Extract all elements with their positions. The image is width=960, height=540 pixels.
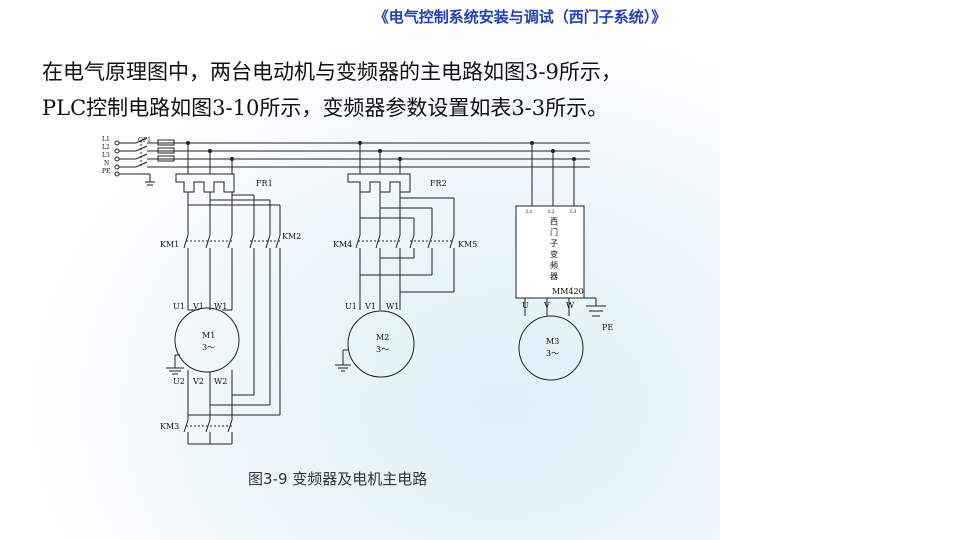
label-l1: L1 [102,136,110,143]
m1-v1: V1 [192,302,204,311]
m2-v1: V1 [364,302,376,311]
paragraph-line-1: 在电气原理图中，两台电动机与变频器的主电路如图3-9所示， [42,60,622,84]
label-km3: KM3 [160,422,179,431]
label-n: N [104,160,109,167]
m1-u2: U2 [173,377,185,386]
label-km5: KM5 [458,240,477,249]
m2-branch [335,141,455,378]
inv-pe: PE [602,323,613,332]
m1-phase: 3～ [202,343,215,352]
inverter-char: 变 [550,249,558,259]
inv-l2: L2 [548,209,555,215]
inverter-char: 门 [550,227,558,237]
bus-bars [147,142,590,168]
inv-l3: L3 [570,209,577,215]
supply-terminals [114,137,155,186]
m2-w1: W1 [386,302,399,311]
label-l3: L3 [102,152,110,159]
m2-u1: U1 [345,302,357,311]
m3-phase: 3～ [546,349,559,358]
label-fr1: FR1 [256,179,273,188]
label-fr2: FR2 [430,179,447,188]
inv-out-v: V [543,301,550,310]
label-km2: KM2 [282,232,301,241]
m3-name: M3 [546,337,559,346]
m1-branch [166,141,281,445]
m1-w1: W1 [214,302,227,311]
m1-v2: V2 [192,377,204,386]
inv-out-u: U [522,301,529,310]
m1-w2: W2 [214,377,227,386]
inverter-char: 器 [550,272,558,281]
book-title: 《电气控制系统安装与调试（西门子系统）》 [373,8,667,26]
inverter-char: 西 [550,217,558,226]
label-pe: PE [102,168,110,175]
label-l2: L2 [102,144,110,151]
m2-name: M2 [376,333,389,342]
inv-out-w: W [566,301,575,310]
m2-phase: 3～ [376,345,389,354]
inverter-model: MM420 [552,287,584,296]
figure-caption: 图3-9 变频器及电机主电路 [248,470,428,488]
m3-branch [515,141,606,381]
label-km1: KM1 [160,240,179,249]
inv-l1: L1 [526,209,533,215]
label-qf1: QF1 [138,137,151,144]
label-km4: KM4 [333,240,352,249]
paragraph-line-2: PLC控制电路如图3-10所示，变频器参数设置如表3-3所示。 [42,96,609,120]
m1-u1: U1 [173,302,185,311]
inverter-char: 子 [550,239,558,248]
m1-name: M1 [202,331,215,340]
inverter-char: 频 [550,260,558,270]
